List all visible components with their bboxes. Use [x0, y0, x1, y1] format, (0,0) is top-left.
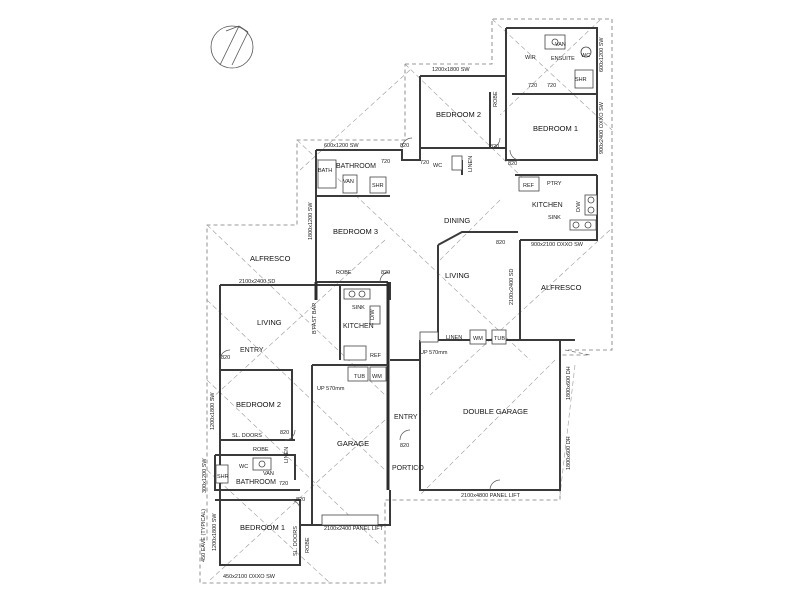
label-ensuite-door-2: 720 [547, 83, 556, 89]
label-left-up-step: UP 570mm [317, 386, 345, 392]
label-bedroom-3-door: 820 [381, 270, 390, 276]
label-ensuite-window: 600x1200 SW [599, 37, 605, 72]
right-unit-labels: VAN WC WIR ENSUITE SHR 720 720 600x1200 … [308, 37, 605, 499]
label-right-robe: ROBE [493, 91, 499, 107]
label-right-bedroom-2: BEDROOM 2 [436, 110, 481, 119]
label-left-bedroom-1-door: 820 [296, 497, 305, 503]
label-bedroom-3-robe: ROBE [336, 270, 352, 276]
label-ensuite-door-1: 720 [528, 83, 537, 89]
label-bathroom-van: VAN [343, 179, 354, 185]
label-dining-door: 820 [496, 240, 505, 246]
label-eave-typical: 450 EAVE (TYPICAL) [201, 509, 207, 562]
label-left-entry-door: 820 [221, 355, 230, 361]
label-bath: BATH [318, 168, 332, 174]
label-garage-window-1: 1800x600 DH [566, 366, 572, 400]
north-arrow-icon [210, 25, 254, 69]
label-kitchen-window: 900x2100 OXXO SW [531, 242, 584, 248]
label-right-up-step: UP 570mm [420, 350, 448, 356]
label-pantry: PTRY [547, 181, 562, 187]
label-right-alfresco: ALFRESCO [541, 283, 582, 292]
label-left-wc: WC [239, 464, 248, 470]
label-bathroom-window: 600x1200 SW [324, 143, 359, 149]
label-right-dw: D/W [576, 201, 582, 213]
label-right-linen-2: LINEN [446, 335, 462, 341]
label-left-entry: ENTRY [240, 347, 264, 354]
right-unit-walls [315, 27, 598, 491]
label-left-sliding-doors: SL. DOORS [232, 433, 262, 439]
label-bedroom-3-window: 1800x1200 SW [308, 202, 314, 240]
label-bathroom-shr: SHR [372, 183, 384, 189]
label-ensuite: ENSUITE [551, 56, 575, 62]
label-left-bedroom-2: BEDROOM 2 [236, 400, 281, 409]
label-left-alfresco: ALFRESCO [250, 254, 291, 263]
label-right-linen: LINEN [468, 156, 474, 172]
label-left-bathroom: BATHROOM [236, 479, 276, 486]
label-right-alfresco-door: 2100x2400 SD [509, 269, 515, 305]
label-left-bedroom-2-window: 1200x1800 SW [210, 392, 216, 430]
label-breakfast-bar: B'FAST BAR [312, 303, 318, 334]
label-left-bedroom-1-window: 1200x1800 SW [212, 513, 218, 551]
label-left-shr: SHR [217, 474, 229, 480]
label-right-wm: WM [473, 336, 483, 342]
label-bedroom-3: BEDROOM 3 [333, 227, 378, 236]
label-left-bottom-window: 450x2100 OXXO SW [223, 574, 276, 580]
label-right-bedroom-2-door: 820 [490, 144, 499, 150]
label-left-bedroom-2-door: 820 [280, 430, 289, 436]
label-left-garage: GARAGE [337, 439, 369, 448]
label-left-robe: ROBE [253, 447, 269, 453]
label-left-wc-door: 720 [279, 481, 288, 487]
label-right-kitchen: KITCHEN [532, 202, 563, 209]
label-right-bathroom: BATHROOM [336, 163, 376, 170]
label-wir: WIR [525, 55, 536, 61]
roof-outline [199, 18, 613, 584]
label-left-bath-window: 300x1200 SW [202, 458, 208, 493]
label-left-van: VAN [263, 471, 274, 477]
label-left-ref: REF [370, 353, 382, 359]
label-garage-window-2: 1800x600 DH [566, 436, 572, 470]
label-bathroom-door-2: 720 [381, 159, 390, 165]
label-left-garage-door: 2100x2400 PANEL LIFT [324, 526, 384, 532]
label-entry-2: ENTRY [394, 414, 418, 421]
label-right-sink: SINK [548, 215, 561, 221]
label-dining: DINING [444, 216, 470, 225]
label-left-alfresco-door: 2100x2400 SD [239, 279, 275, 285]
label-bathroom-door: 820 [400, 143, 409, 149]
label-double-garage: DOUBLE GARAGE [463, 407, 528, 416]
label-left-living: LIVING [257, 318, 282, 327]
label-portico: PORTICO [392, 465, 424, 472]
fixtures [215, 34, 598, 526]
label-left-kitchen: KITCHEN [343, 323, 374, 330]
label-left-sink: SINK [352, 305, 365, 311]
label-double-garage-door: 2100x4800 PANEL LIFT [461, 493, 521, 499]
label-left-dw: D/W [370, 309, 376, 321]
label-right-tub: TUB [494, 336, 505, 342]
label-right-wc-door: 720 [420, 160, 429, 166]
label-left-robe-2: ROBE [305, 537, 311, 553]
label-right-bedroom-1-window: 900x2400 OXXO SW [599, 101, 605, 154]
label-right-ref: REF [523, 183, 535, 189]
label-right-bedroom-2-window: 1200x1800 SW [432, 67, 470, 73]
label-left-sliding-doors-2: SL. DOORS [293, 526, 299, 556]
label-left-bedroom-1: BEDROOM 1 [240, 523, 285, 532]
label-left-tub: TUB [354, 374, 365, 380]
label-ensuite-shr: SHR [575, 77, 587, 83]
label-ensuite-van: VAN [555, 42, 566, 48]
door-swings [219, 137, 521, 511]
label-left-linen: LINEN [284, 447, 290, 463]
label-entry-2-door: 820 [400, 443, 409, 449]
left-unit-labels: ALFRESCO 2100x2400 SD LIVING B'FAST BAR … [201, 254, 424, 580]
label-ensuite-wc: WC [581, 53, 590, 59]
label-left-wm: WM [372, 374, 382, 380]
label-right-bedroom-1-door: 820 [508, 161, 517, 167]
label-right-wc: WC [433, 163, 442, 169]
label-right-bedroom-1: BEDROOM 1 [533, 124, 578, 133]
label-right-living: LIVING [445, 271, 470, 280]
